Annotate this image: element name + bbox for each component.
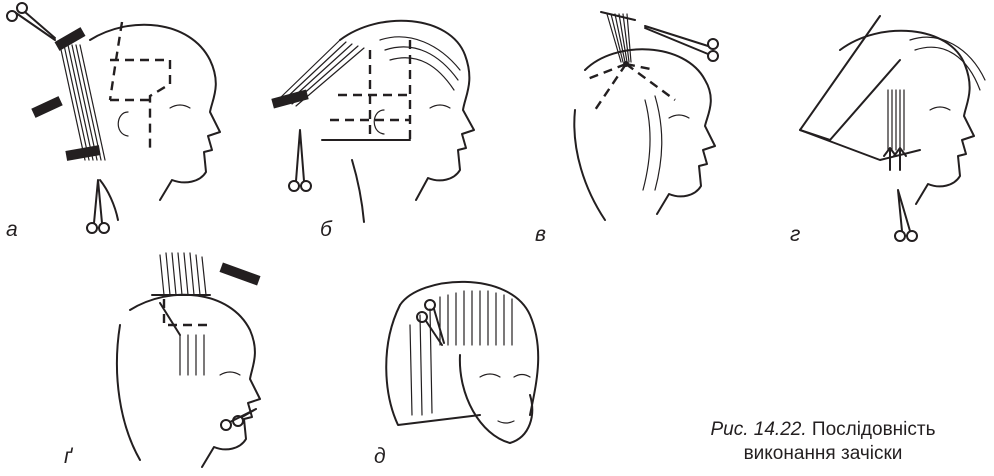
illustration-g — [60, 245, 300, 476]
panel-g: ґ — [60, 245, 300, 476]
comb-icon — [31, 96, 62, 118]
caption-title-1: Послідовність — [812, 419, 936, 440]
illustration-h — [780, 0, 990, 245]
panel-d: д — [340, 245, 570, 476]
hair-strands-v — [607, 14, 662, 190]
panel-v: в — [535, 0, 775, 245]
panel-label: а — [6, 218, 18, 242]
panel-b: б — [260, 0, 510, 240]
panel-label: ґ — [64, 445, 71, 469]
scissors-icon — [221, 409, 256, 430]
panel-label: б — [320, 218, 332, 242]
figure-caption: Рис. 14.22. Послідовність виконання зачі… — [660, 418, 986, 466]
illustration-d — [340, 245, 570, 476]
scissors-icon — [645, 26, 718, 61]
panel-label: д — [374, 445, 386, 469]
caption-line-1: Рис. 14.22. Послідовність — [660, 418, 986, 442]
caption-title-2: виконання зачіски — [660, 442, 986, 466]
panel-label: в — [535, 223, 546, 247]
illustration-v — [535, 0, 775, 245]
illustration-a — [0, 0, 240, 240]
figure-reference: Рис. 14.22. — [711, 419, 807, 440]
panel-h: г — [780, 0, 990, 245]
hair-strands-a — [60, 45, 105, 160]
comb-icon — [65, 145, 100, 161]
panel-label: г — [790, 223, 800, 247]
scissors-icon — [7, 3, 55, 40]
illustration-b — [260, 0, 510, 240]
scissors-icon — [895, 190, 917, 241]
comb-icon — [219, 262, 260, 285]
panel-a: а — [0, 0, 240, 240]
comb-icon — [271, 90, 308, 109]
scissors-icon — [289, 130, 311, 191]
hair-strands-d — [410, 291, 512, 415]
hair-strands-h — [888, 37, 985, 150]
